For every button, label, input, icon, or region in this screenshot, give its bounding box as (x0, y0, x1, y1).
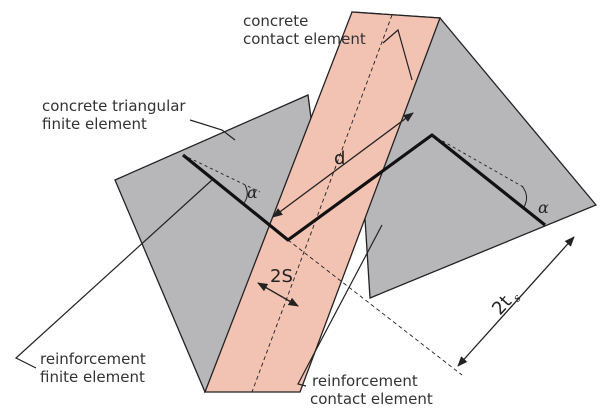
label-reinforcement-finite-line2: finite element (40, 368, 145, 386)
dimension-d-arrow (272, 112, 414, 218)
leader-concrete-contact (382, 28, 413, 81)
label-concrete-contact-line2: contact element (243, 30, 366, 48)
symbol-2s: 2S (270, 266, 293, 287)
label-reinforcement-contact-line2: contact element (310, 390, 433, 408)
right-angle-arc (521, 185, 528, 208)
symbol-2t-group: 2t s (488, 291, 524, 319)
symbol-d: d (334, 148, 345, 169)
reinforcement-dashed-line (287, 239, 463, 376)
symbol-alpha-right: α (538, 198, 549, 217)
leader-reinforcement-finite (14, 179, 213, 369)
left-angle-reference-line (182, 154, 261, 193)
leader-concrete-triangular (189, 119, 236, 141)
leader-reinforcement-contact (297, 224, 383, 387)
dimension-2s-arrow (257, 282, 299, 307)
label-reinforcement-contact-line1: reinforcement (312, 372, 418, 390)
symbol-alpha-left: α (247, 183, 258, 202)
label-reinforcement-finite-line1: reinforcement (40, 350, 146, 368)
label-concrete-triangular-line2: finite element (42, 115, 147, 133)
left-angle-arc (243, 184, 248, 204)
label-concrete-triangular-line1: concrete triangular (42, 97, 186, 115)
label-concrete-contact-line1: concrete (243, 12, 308, 30)
dimension-2t-arrow (457, 236, 575, 367)
